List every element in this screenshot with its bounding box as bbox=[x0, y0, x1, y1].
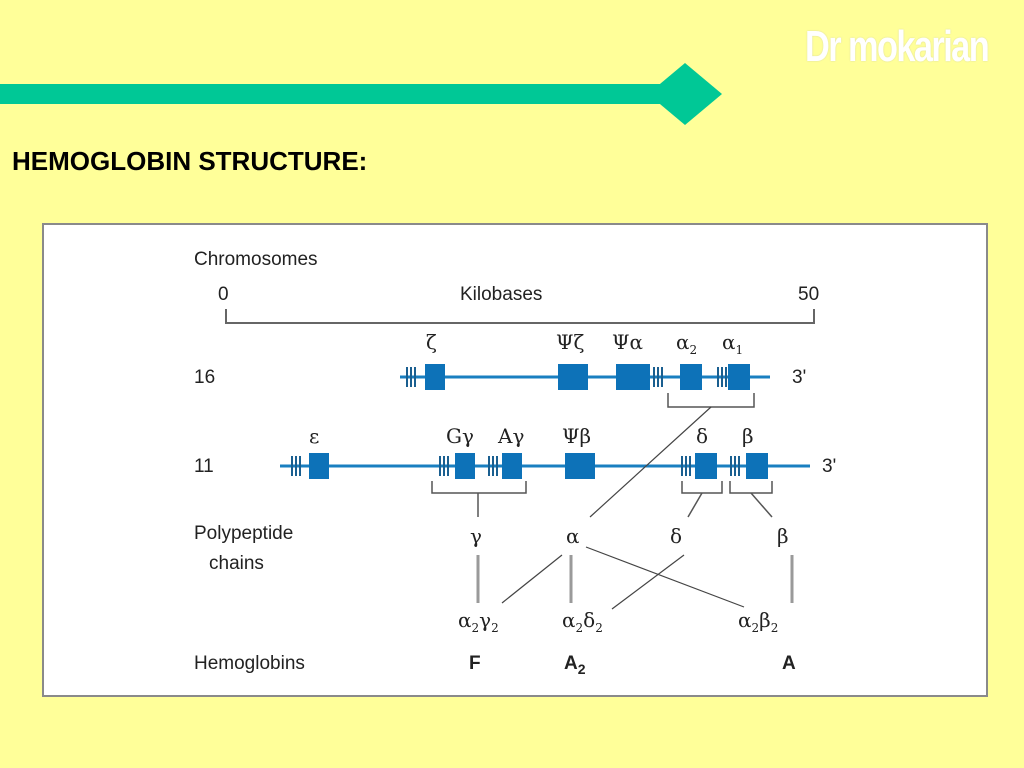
globin-gene-diagram: Chromosomes 0 Kilobases 50 16 3' ζ Ψζ Ψα… bbox=[194, 249, 836, 677]
chr16-gene-label-alpha2: α2 bbox=[676, 330, 697, 357]
alpha1-subscript: 1 bbox=[736, 343, 744, 357]
chr16-end-label: 3' bbox=[792, 367, 806, 388]
tetramer-alpha2-delta2: α2δ2 bbox=[562, 608, 603, 635]
page-title: HEMOGLOBIN STRUCTURE: bbox=[12, 146, 368, 176]
gene-psi-beta bbox=[565, 453, 595, 479]
delta-gene-bracket bbox=[681, 481, 723, 494]
chr11-gene-label-beta: β bbox=[742, 424, 754, 448]
tetramer-alpha2-gamma2: α2γ2 bbox=[458, 608, 499, 635]
gene-epsilon bbox=[309, 453, 329, 479]
alpha-genes-to-chain-link bbox=[589, 406, 712, 518]
chr11-end-label: 3' bbox=[822, 456, 836, 477]
watermark: Dr mokarian bbox=[805, 22, 990, 71]
gene-alpha1 bbox=[728, 364, 750, 390]
chr11-ticks bbox=[291, 456, 740, 476]
chain-delta: δ bbox=[670, 524, 682, 548]
chr16-gene-label-alpha1: α1 bbox=[722, 330, 743, 357]
chain-beta: β bbox=[777, 524, 789, 548]
scale-start-label: 0 bbox=[218, 284, 229, 305]
chr16-gene-label-psi-zeta: Ψζ bbox=[556, 330, 585, 354]
accent-bar-line bbox=[0, 84, 690, 104]
chr11-gene-label-delta: δ bbox=[696, 424, 708, 448]
tetramer-alpha2-beta2: α2β2 bbox=[738, 608, 778, 635]
chr16-gene-label-psi-alpha: Ψα bbox=[612, 330, 643, 354]
scale-end-label: 50 bbox=[798, 284, 819, 305]
gene-beta bbox=[746, 453, 768, 479]
gene-g-gamma bbox=[455, 453, 475, 479]
hemoglobin-a2: A2 bbox=[564, 653, 586, 677]
alpha-to-hbf-link bbox=[501, 554, 563, 604]
polypeptide-label-line2: chains bbox=[209, 553, 264, 574]
gene-zeta bbox=[425, 364, 445, 390]
gene-a-gamma bbox=[502, 453, 522, 479]
diagram-panel: Chromosomes 0 Kilobases 50 16 3' ζ Ψζ Ψα… bbox=[42, 223, 988, 697]
gene-psi-zeta bbox=[558, 364, 588, 390]
polypeptide-label-line1: Polypeptide bbox=[194, 523, 293, 544]
delta-bracket-stem bbox=[687, 492, 703, 518]
chr11-gene-label-psi-beta: Ψβ bbox=[562, 424, 591, 448]
accent-bar-diamond bbox=[648, 63, 722, 125]
chr16-gene-label-zeta: ζ bbox=[426, 330, 437, 354]
alpha-genes-bracket bbox=[667, 393, 755, 408]
hemoglobins-label: Hemoglobins bbox=[194, 653, 305, 674]
chr11-gene-label-g-gamma: Gγ bbox=[446, 424, 474, 448]
chain-alpha: α bbox=[566, 524, 580, 548]
alpha-to-hba-link bbox=[585, 546, 745, 608]
hemoglobin-f: F bbox=[469, 653, 481, 674]
hemoglobin-a: A bbox=[782, 653, 796, 674]
gene-psi-alpha bbox=[616, 364, 650, 390]
chr11-gene-label-epsilon: ε bbox=[309, 424, 319, 448]
gamma-genes-bracket bbox=[431, 481, 527, 494]
chr11-number: 11 bbox=[194, 456, 214, 477]
chr11-gene-label-a-gamma: Aγ bbox=[497, 424, 524, 448]
kilobase-scale-bar bbox=[225, 309, 815, 324]
alpha2-subscript: 2 bbox=[690, 343, 698, 357]
gene-alpha2 bbox=[680, 364, 702, 390]
chain-gamma: γ bbox=[470, 524, 482, 548]
chr16-number: 16 bbox=[194, 367, 215, 388]
beta-gene-bracket bbox=[729, 481, 773, 494]
gene-delta bbox=[695, 453, 717, 479]
beta-bracket-stem bbox=[750, 492, 773, 518]
chr16-ticks bbox=[406, 367, 727, 387]
chromosomes-label: Chromosomes bbox=[194, 249, 318, 270]
scale-kilobases-label: Kilobases bbox=[460, 284, 542, 305]
title-accent-bar bbox=[0, 63, 722, 125]
delta-to-hba2-link bbox=[611, 554, 685, 610]
